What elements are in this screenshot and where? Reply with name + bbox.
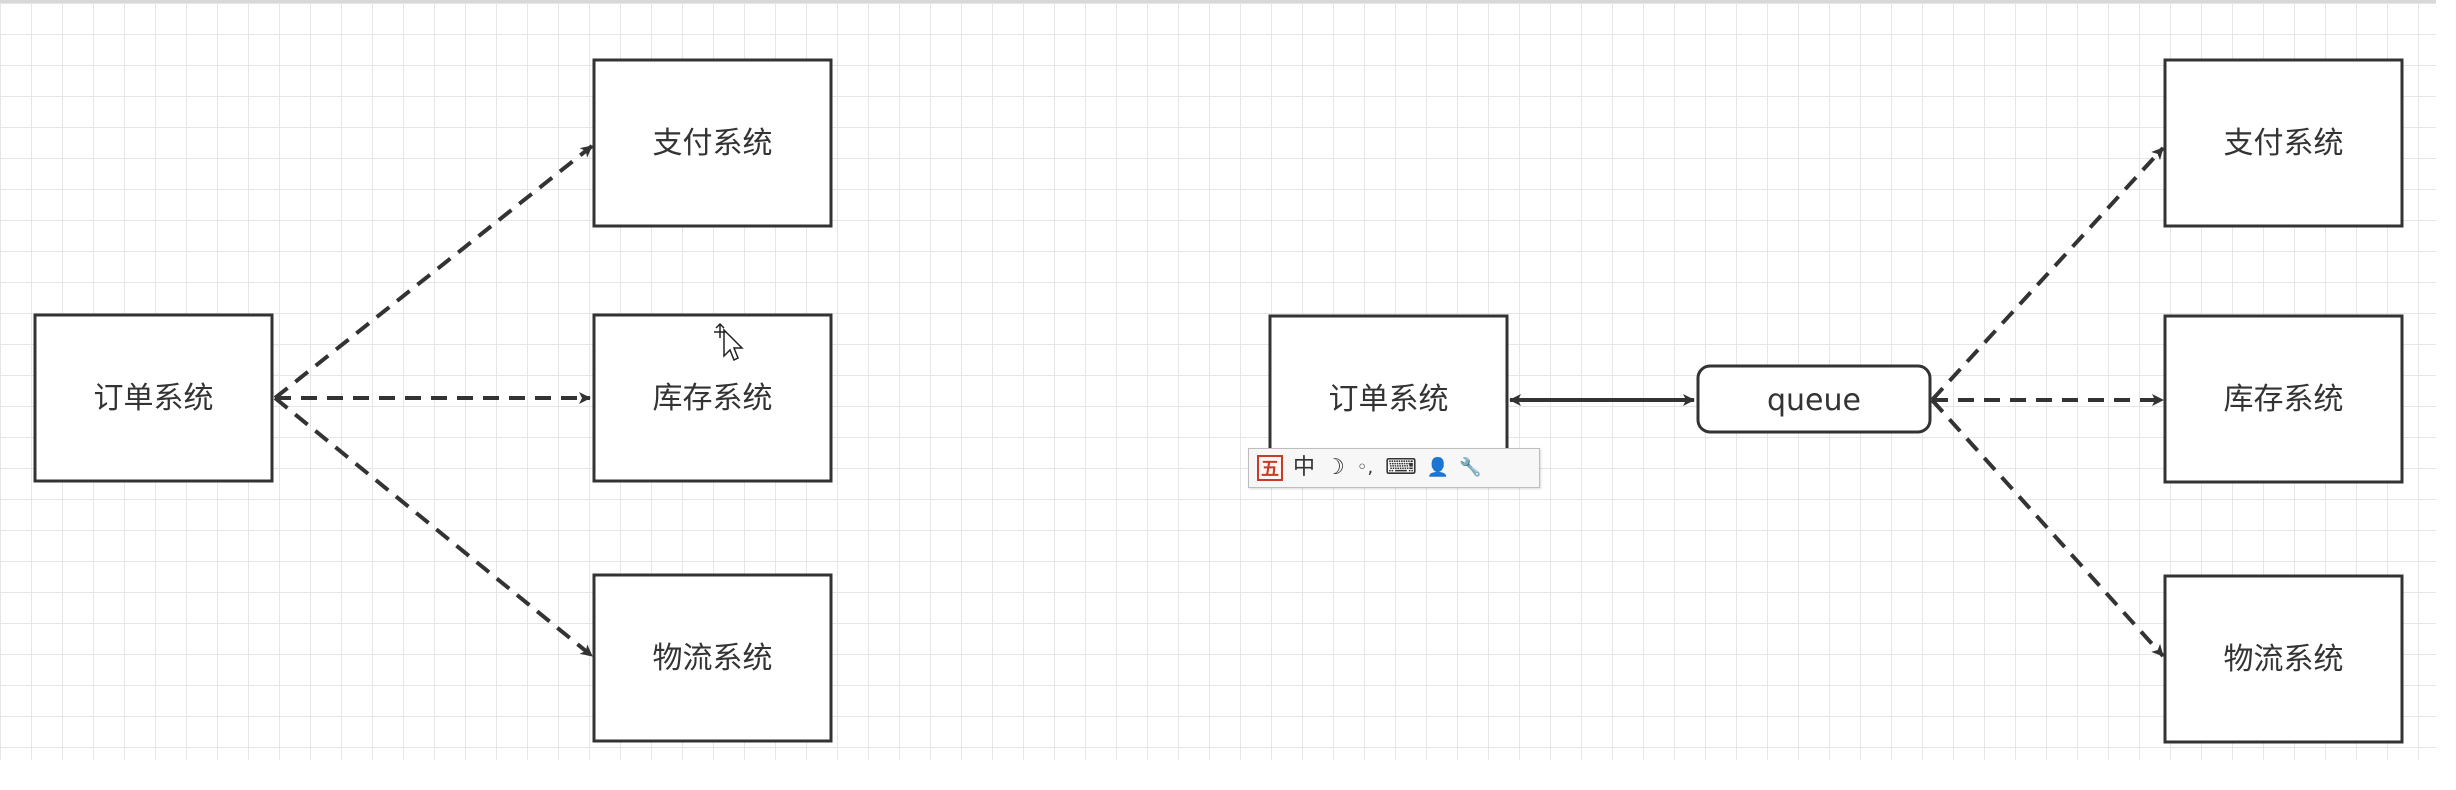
top-border: [0, 0, 2456, 3]
left-edge-to-payment[interactable]: [273, 144, 594, 400]
left-order-system-node[interactable]: 订单系统: [33, 313, 274, 483]
right-order-system-label: 订单系统: [1329, 382, 1449, 417]
ime-punctuation-toggle[interactable]: ◦,: [1356, 457, 1374, 478]
ime-chinese-mode-toggle[interactable]: 中: [1293, 455, 1316, 480]
queue-label: queue: [1767, 383, 1861, 418]
right-inventory-system-label: 库存系统: [2224, 382, 2344, 417]
left-inventory-system-label: 库存系统: [653, 381, 773, 416]
right-logistics-system-node[interactable]: 物流系统: [2163, 574, 2404, 744]
left-edge-to-logistics[interactable]: [273, 396, 594, 658]
left-order-system-label: 订单系统: [94, 381, 214, 416]
canvas-bottom-edge: [0, 760, 2456, 790]
right-payment-system-node[interactable]: 支付系统: [2163, 58, 2404, 228]
right-logistics-system-label: 物流系统: [2224, 642, 2344, 677]
move-cursor-icon: [714, 322, 744, 362]
ime-toolbar[interactable]: 五 中 ☽ ◦, ⌨ 👤 🔧: [1248, 448, 1540, 488]
right-edge-to-logistics[interactable]: [1930, 398, 2165, 658]
left-payment-system-node[interactable]: 支付系统: [592, 58, 833, 228]
right-edge-to-payment[interactable]: [1930, 146, 2165, 402]
left-logistics-system-node[interactable]: 物流系统: [592, 573, 833, 743]
left-payment-system-label: 支付系统: [653, 126, 773, 161]
ime-user-icon[interactable]: 👤: [1426, 457, 1450, 478]
left-inventory-system-node[interactable]: 库存系统: [592, 313, 833, 483]
ime-soft-keyboard-icon[interactable]: ⌨: [1385, 455, 1417, 480]
right-inventory-system-node[interactable]: 库存系统: [2163, 314, 2404, 484]
left-logistics-system-label: 物流系统: [653, 641, 773, 676]
ime-fullwidth-moon-icon[interactable]: ☽: [1325, 455, 1345, 480]
ime-settings-wrench-icon[interactable]: 🔧: [1459, 457, 1482, 478]
queue-node[interactable]: queue: [1696, 364, 1932, 434]
wubi-ime-logo-icon[interactable]: 五: [1257, 455, 1283, 481]
canvas-right-edge: [2436, 0, 2456, 790]
right-payment-system-label: 支付系统: [2224, 126, 2344, 161]
